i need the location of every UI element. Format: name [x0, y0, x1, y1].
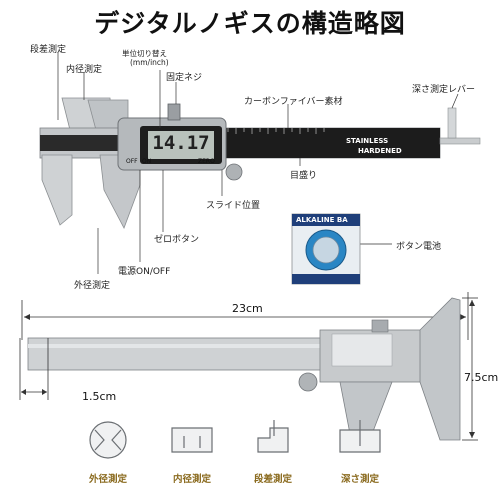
brand-text-bottom: HARDENED [358, 147, 402, 155]
label-depth-lever: 深さ測定レバー [412, 85, 476, 95]
lcd-readout: 14.17 [152, 132, 210, 154]
beam-lower [27, 337, 329, 371]
dimension-height: 7.5cm [464, 371, 499, 384]
page-title: デジタルノギスの構造略図 [94, 9, 406, 38]
on-button-label[interactable]: ON [142, 158, 152, 165]
icon-inner-measure [171, 427, 213, 453]
thumb-wheel [225, 163, 243, 181]
dimension-jaw: 1.5cm [82, 390, 117, 403]
label-carbon: カーボンファイバー素材 [244, 97, 343, 107]
outer-jaw-fixed [41, 154, 73, 226]
caption-depth-measure: 深さ測定 [340, 474, 379, 485]
lock-screw [167, 103, 181, 121]
label-power: 電源ON/OFF [118, 267, 171, 277]
label-outer: 外径測定 [74, 281, 111, 291]
label-scale: 目盛り [290, 171, 318, 181]
icon-outer-measure [89, 421, 127, 459]
label-slide: スライド位置 [206, 201, 261, 211]
label-lock-screw: 固定ネジ [166, 73, 203, 83]
lcd-screen [148, 131, 214, 159]
icon-step-measure [257, 420, 289, 453]
scale-strip-left [40, 135, 130, 151]
label-unit-switch-sub: (mm/inch) [130, 58, 169, 67]
zero-button-label[interactable]: ZERO [198, 158, 215, 165]
battery-card-label: ALKALINE BA [296, 216, 348, 224]
label-inner: 内径測定 [66, 65, 103, 75]
label-zero: ゼロボタン [154, 235, 200, 245]
label-unit-switch: 単位切り替え [122, 49, 167, 58]
caption-outer-measure: 外径測定 [88, 474, 127, 485]
scale-strip [215, 128, 440, 158]
caption-step-measure: 段差測定 [253, 474, 292, 485]
battery-card-bottom [292, 274, 360, 284]
battery-card-top [292, 214, 360, 226]
label-step: 段差測定 [30, 45, 67, 55]
icon-depth-measure [339, 420, 381, 453]
jaw-lower [419, 297, 461, 441]
brand-text-top: STAINLESS [346, 137, 389, 145]
label-battery: ボタン電池 [396, 242, 442, 252]
off-button-label[interactable]: OFF [126, 158, 138, 165]
depth-lever [447, 107, 457, 139]
depth-rod [439, 137, 481, 145]
caption-inner-measure: 内径測定 [172, 474, 211, 485]
dimension-length: 23cm [232, 302, 263, 315]
